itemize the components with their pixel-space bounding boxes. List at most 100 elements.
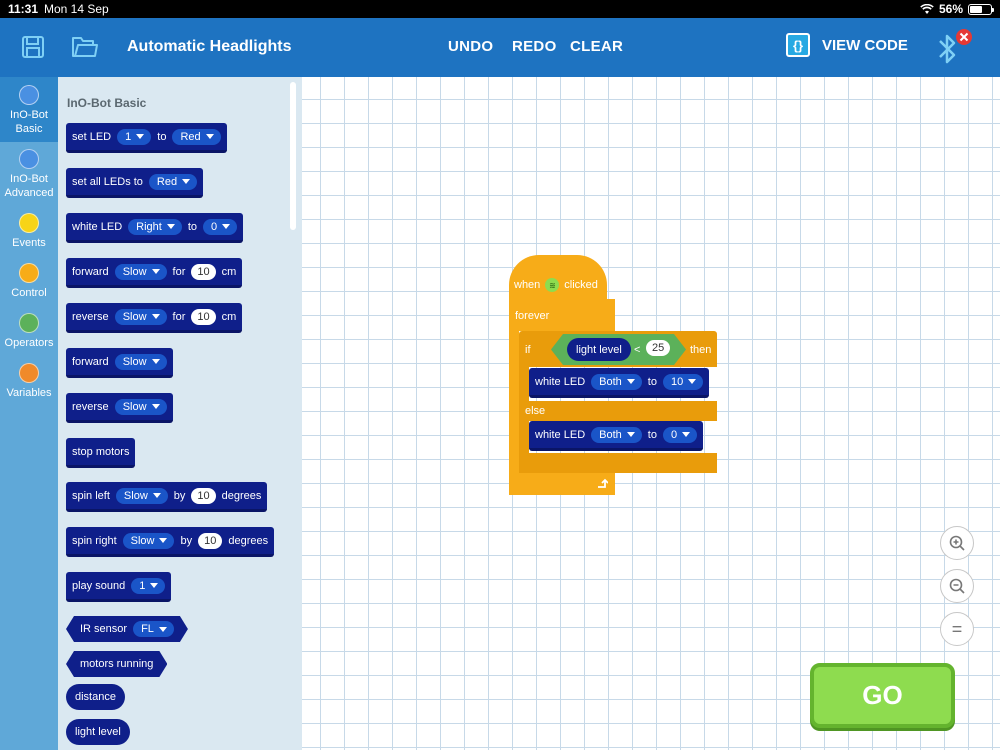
dropdown-value: 1: [125, 130, 132, 143]
speed-dropdown[interactable]: Slow: [115, 487, 168, 504]
category-operators[interactable]: Operators: [0, 313, 58, 350]
block-label: when: [514, 279, 541, 291]
level-dropdown[interactable]: 10: [662, 373, 704, 390]
block-white-led[interactable]: white LED Right to 0: [66, 213, 244, 243]
chevron-down-icon: [159, 538, 168, 543]
speed-dropdown[interactable]: Slow: [114, 353, 167, 370]
bluetooth-icon[interactable]: [934, 28, 974, 70]
block-label: else: [525, 405, 546, 417]
clear-button[interactable]: CLEAR: [570, 38, 624, 55]
then-white-led-block[interactable]: white LED Both to 10: [529, 368, 710, 398]
chevron-down-icon: [150, 583, 159, 588]
distance-input[interactable]: 10: [191, 263, 216, 280]
block-play-sound[interactable]: play sound 1: [66, 572, 172, 602]
if-bottom: [519, 453, 717, 473]
block-label: clicked: [564, 279, 598, 291]
dropdown-value: Both: [599, 428, 622, 441]
block-label: by: [180, 534, 193, 547]
block-label: set LED: [72, 130, 112, 143]
chevron-down-icon: [626, 379, 635, 384]
dropdown-value: Red: [156, 175, 178, 188]
chevron-down-icon: [182, 179, 191, 184]
distance-input[interactable]: 10: [191, 308, 216, 325]
block-label: for: [172, 310, 186, 323]
redo-button[interactable]: REDO: [512, 38, 557, 55]
speed-dropdown[interactable]: Slow: [122, 532, 175, 549]
block-light-level[interactable]: light level: [66, 719, 130, 745]
chevron-down-icon: [222, 224, 231, 229]
save-icon[interactable]: [18, 32, 48, 62]
dropdown-value: FL: [141, 623, 154, 635]
block-stop-motors[interactable]: stop motors: [66, 438, 136, 468]
block-motors-running[interactable]: motors running: [66, 651, 167, 677]
category-control[interactable]: Control: [0, 263, 58, 300]
light-level-reporter[interactable]: light level: [567, 338, 631, 361]
folder-icon[interactable]: [70, 32, 100, 62]
degrees-input[interactable]: 10: [198, 532, 223, 549]
category-dot: [19, 85, 39, 105]
block-set-led[interactable]: set LED 1 to Red: [66, 123, 227, 153]
sound-dropdown[interactable]: 1: [131, 577, 166, 594]
block-forward-distance[interactable]: forward Slow for 10 cm: [66, 258, 243, 288]
block-label: forward: [72, 265, 109, 278]
code-braces-icon: {}: [786, 33, 810, 57]
category-inobot-advanced[interactable]: InO-Bot Advanced: [0, 149, 58, 200]
dropdown-value: Slow: [130, 534, 155, 547]
side-dropdown[interactable]: Both: [591, 373, 642, 390]
dropdown-value: 0: [211, 220, 218, 233]
level-dropdown[interactable]: 0: [203, 218, 238, 235]
when-clicked-block[interactable]: when ≋ clicked: [509, 255, 607, 299]
degrees-input[interactable]: 10: [191, 487, 216, 504]
chevron-down-icon: [151, 404, 160, 409]
color-dropdown[interactable]: Red: [148, 173, 198, 190]
block-ir-sensor[interactable]: IR sensor FL: [66, 616, 188, 642]
project-title[interactable]: Automatic Headlights: [127, 38, 292, 55]
view-code-button[interactable]: {} VIEW CODE: [786, 33, 908, 57]
speed-dropdown[interactable]: Slow: [114, 308, 167, 325]
go-button[interactable]: GO: [810, 663, 955, 728]
else-white-led-block[interactable]: white LED Both to 0: [529, 421, 704, 451]
category-dot: [19, 363, 39, 383]
category-dot: [19, 213, 39, 233]
category-label: Events: [12, 237, 46, 249]
chevron-down-icon: [688, 379, 697, 384]
block-spin-left[interactable]: spin left Slow by 10 degrees: [66, 482, 268, 512]
block-forward[interactable]: forward Slow: [66, 348, 173, 378]
else-arm: [519, 421, 529, 453]
block-reverse[interactable]: reverse Slow: [66, 393, 173, 423]
block-label: forever: [515, 310, 550, 322]
side-dropdown[interactable]: Both: [591, 426, 642, 443]
level-dropdown[interactable]: 0: [662, 426, 698, 443]
threshold-input[interactable]: 25: [646, 340, 671, 356]
block-label: white LED: [72, 220, 123, 233]
category-events[interactable]: Events: [0, 213, 58, 250]
category-variables[interactable]: Variables: [0, 363, 58, 400]
zoom-out-button[interactable]: [940, 569, 974, 603]
category-inobot-basic[interactable]: InO-Bot Basic: [0, 77, 58, 142]
category-dot: [19, 263, 39, 283]
wifi-icon: [920, 3, 934, 14]
speed-dropdown[interactable]: Slow: [114, 398, 167, 415]
undo-button[interactable]: UNDO: [448, 38, 494, 55]
side-dropdown[interactable]: Right: [128, 218, 182, 235]
top-bar: Automatic Headlights UNDO REDO CLEAR {} …: [0, 18, 1000, 77]
battery-fill: [970, 5, 983, 13]
block-spin-right[interactable]: spin right Slow by 10 degrees: [66, 527, 275, 557]
zoom-in-button[interactable]: [940, 526, 974, 560]
forever-block[interactable]: forever: [509, 299, 615, 331]
led-number-dropdown[interactable]: 1: [117, 128, 152, 145]
block-reverse-distance[interactable]: reverse Slow for 10 cm: [66, 303, 243, 333]
zoom-reset-button[interactable]: =: [940, 612, 974, 646]
chevron-down-icon: [151, 314, 160, 319]
speed-dropdown[interactable]: Slow: [114, 263, 167, 280]
block-label: light level: [576, 343, 622, 356]
dropdown-value: 1: [139, 579, 146, 592]
block-set-all-leds[interactable]: set all LEDs to Red: [66, 168, 204, 198]
block-label: to: [157, 130, 167, 143]
led-color-dropdown[interactable]: Red: [172, 128, 221, 145]
dropdown-value: Slow: [122, 310, 147, 323]
block-distance[interactable]: distance: [66, 684, 125, 710]
sensor-dropdown[interactable]: FL: [133, 621, 174, 637]
chevron-down-icon: [166, 224, 175, 229]
flyout-scrollbar[interactable]: [290, 82, 296, 230]
